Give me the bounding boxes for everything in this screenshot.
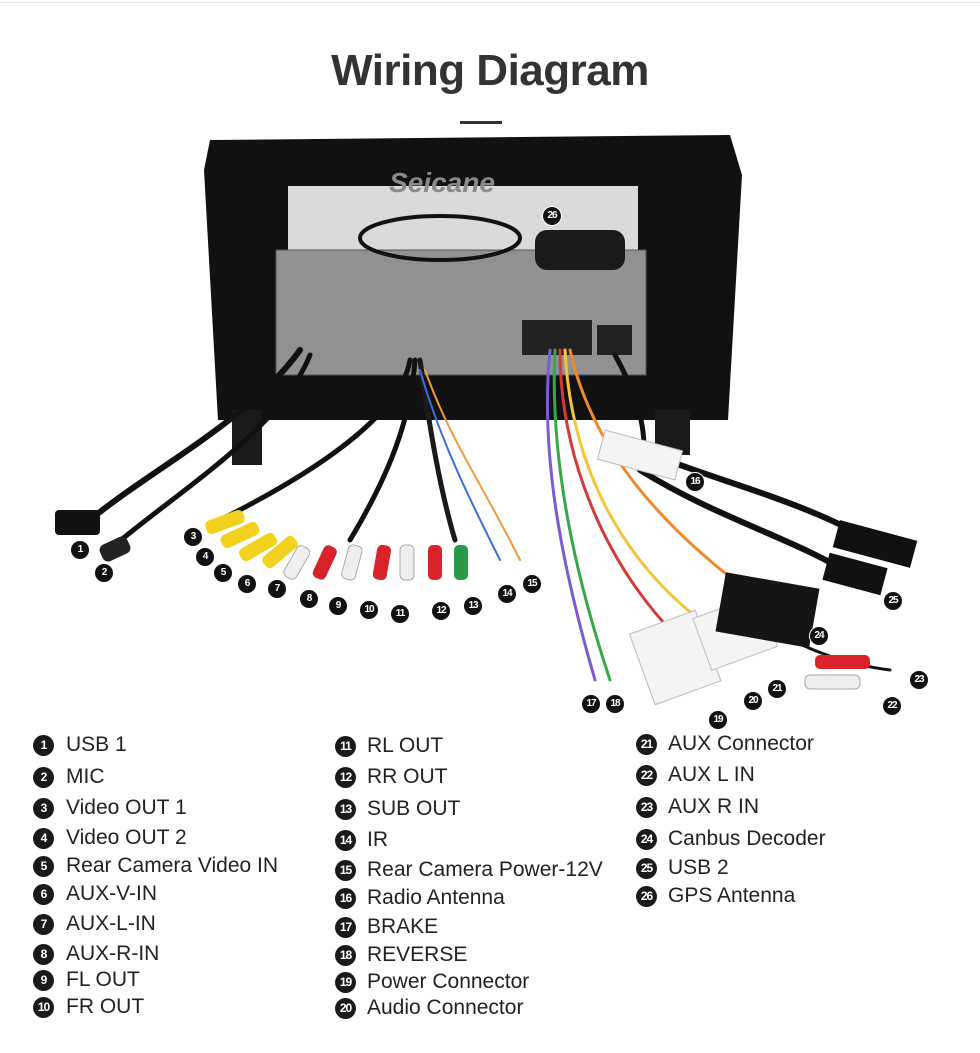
legend-badge: 10 bbox=[33, 997, 54, 1018]
legend-label: Radio Antenna bbox=[367, 886, 505, 909]
legend-badge: 22 bbox=[636, 765, 657, 786]
legend-label: FR OUT bbox=[66, 995, 145, 1018]
rca-connectors bbox=[205, 509, 468, 581]
legend-badge: 15 bbox=[335, 860, 356, 881]
legend-badge: 19 bbox=[335, 972, 356, 993]
legend-label: Video OUT 1 bbox=[66, 796, 187, 819]
callout-7: 7 bbox=[267, 579, 287, 599]
aux-r-rca bbox=[804, 674, 861, 690]
aux-l-rca bbox=[815, 655, 870, 669]
callout-1: 1 bbox=[70, 540, 90, 560]
callout-6: 6 bbox=[237, 574, 257, 594]
callout-25: 25 bbox=[883, 591, 903, 611]
callout-23: 23 bbox=[909, 670, 929, 690]
legend-label: SUB OUT bbox=[367, 797, 461, 820]
antenna-socket bbox=[597, 325, 632, 355]
legend-badge: 6 bbox=[33, 884, 54, 905]
radio-antenna-connector bbox=[596, 429, 684, 481]
legend-badge: 14 bbox=[335, 830, 356, 851]
legend-label: AUX-L-IN bbox=[66, 912, 156, 935]
legend-badge: 18 bbox=[335, 945, 356, 966]
legend-label: Canbus Decoder bbox=[668, 827, 826, 850]
callout-20: 20 bbox=[743, 691, 763, 711]
legend-badge: 5 bbox=[33, 856, 54, 877]
callout-10: 10 bbox=[359, 600, 379, 620]
legend-badge: 8 bbox=[33, 944, 54, 965]
callout-13: 13 bbox=[463, 596, 483, 616]
callout-5: 5 bbox=[213, 563, 233, 583]
callout-26: 26 bbox=[542, 206, 562, 226]
legend-badge: 16 bbox=[335, 888, 356, 909]
legend-badge: 7 bbox=[33, 914, 54, 935]
legend-label: RR OUT bbox=[367, 765, 448, 788]
usb1-plug bbox=[55, 510, 100, 535]
legend-label: Audio Connector bbox=[367, 996, 524, 1019]
legend-label: AUX-R-IN bbox=[66, 942, 160, 965]
legend-badge: 9 bbox=[33, 970, 54, 991]
legend-badge: 23 bbox=[636, 797, 657, 818]
callout-15: 15 bbox=[522, 574, 542, 594]
title-underline bbox=[460, 121, 502, 124]
harness-socket bbox=[522, 320, 592, 355]
head-unit-photo: Seicane bbox=[55, 135, 918, 706]
legend-label: Rear Camera Video IN bbox=[66, 854, 279, 877]
page-title: Wiring Diagram bbox=[331, 46, 649, 95]
callout-21: 21 bbox=[767, 679, 787, 699]
legend-label: AUX L IN bbox=[668, 763, 755, 786]
legend-badge: 11 bbox=[335, 736, 356, 757]
legend-label: FL OUT bbox=[66, 968, 140, 991]
legend-badge: 25 bbox=[636, 858, 657, 879]
legend-badge: 1 bbox=[33, 735, 54, 756]
callout-22: 22 bbox=[882, 696, 902, 716]
legend-label: GPS Antenna bbox=[668, 884, 796, 907]
legend-label: RL OUT bbox=[367, 734, 444, 757]
legend-badge: 26 bbox=[636, 886, 657, 907]
legend-badge: 3 bbox=[33, 798, 54, 819]
legend-badge: 2 bbox=[33, 767, 54, 788]
callout-3: 3 bbox=[183, 527, 203, 547]
watermark-logo: Seicane bbox=[389, 167, 495, 198]
gps-cable-coil bbox=[358, 214, 522, 262]
chassis-back bbox=[275, 249, 647, 376]
canbus-decoder bbox=[715, 572, 820, 648]
legend-label: MIC bbox=[66, 765, 105, 788]
gps-antenna-puck bbox=[535, 230, 625, 270]
legend-label: AUX-V-IN bbox=[66, 882, 158, 905]
legend-label: Video OUT 2 bbox=[66, 826, 187, 849]
legend-badge: 4 bbox=[33, 828, 54, 849]
callout-24: 24 bbox=[809, 626, 829, 646]
legend-badge: 21 bbox=[636, 734, 657, 755]
callout-16: 16 bbox=[685, 472, 705, 492]
callout-9: 9 bbox=[328, 596, 348, 616]
callout-4: 4 bbox=[195, 547, 215, 567]
legend-badge: 17 bbox=[335, 917, 356, 938]
usb2-plugs bbox=[832, 520, 918, 568]
callout-8: 8 bbox=[299, 589, 319, 609]
callout-11: 11 bbox=[390, 604, 410, 624]
callout-19: 19 bbox=[708, 710, 728, 730]
callout-17: 17 bbox=[581, 694, 601, 714]
legend-label: IR bbox=[367, 828, 388, 851]
top-divider bbox=[0, 2, 980, 3]
callout-12: 12 bbox=[431, 601, 451, 621]
legend-badge: 20 bbox=[335, 998, 356, 1019]
legend-badge: 13 bbox=[335, 799, 356, 820]
callout-14: 14 bbox=[497, 584, 517, 604]
legend-label: AUX Connector bbox=[668, 732, 814, 755]
callout-2: 2 bbox=[94, 563, 114, 583]
legend-badge: 24 bbox=[636, 829, 657, 850]
legend-label: REVERSE bbox=[367, 943, 468, 966]
legend-label: BRAKE bbox=[367, 915, 439, 938]
callout-18: 18 bbox=[605, 694, 625, 714]
legend-label: Rear Camera Power-12V bbox=[367, 858, 603, 881]
mic-plug bbox=[99, 536, 131, 562]
legend-label: USB 2 bbox=[668, 856, 729, 879]
legend-label: Power Connector bbox=[367, 970, 530, 993]
legend-label: USB 1 bbox=[66, 733, 127, 756]
legend-badge: 12 bbox=[335, 767, 356, 788]
legend-label: AUX R IN bbox=[668, 795, 760, 818]
